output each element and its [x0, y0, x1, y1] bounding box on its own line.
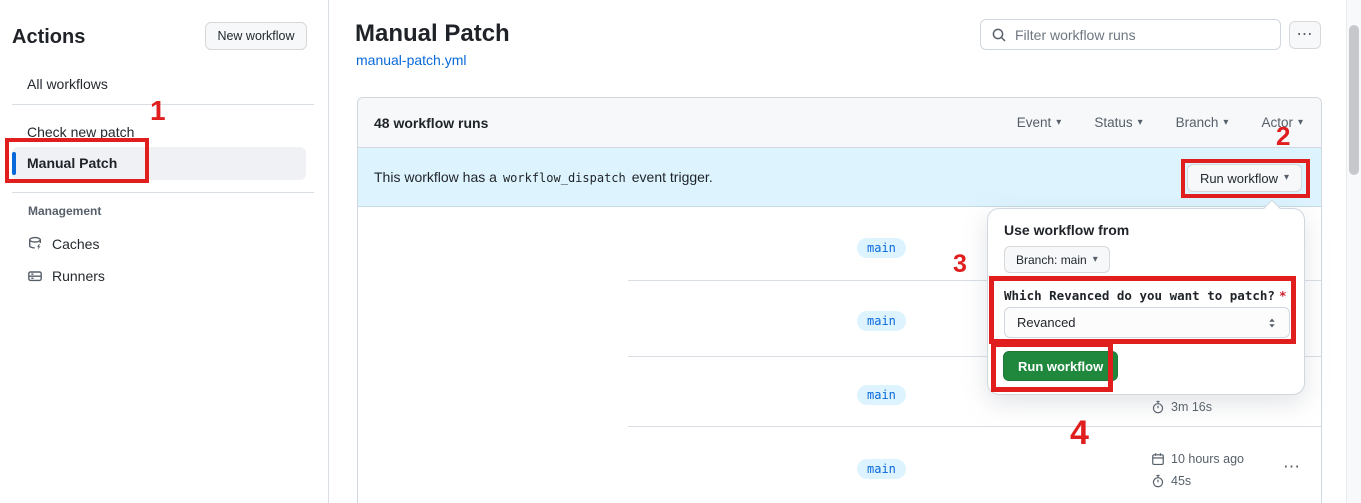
sidebar-item-label: Caches — [52, 236, 100, 252]
filter-runs-search — [980, 19, 1281, 50]
run-workflow-dialog: Use workflow from Branch: main ▾ Which R… — [987, 208, 1305, 395]
active-item-indicator — [12, 152, 16, 175]
workflow-runs-count: 48 workflow runs — [374, 114, 489, 131]
dialog-heading: Use workflow from — [1004, 222, 1130, 238]
management-section-label: Management — [28, 204, 102, 218]
workflow-dispatch-code: workflow_dispatch — [502, 171, 626, 185]
sidebar-item-runners[interactable]: Runners — [27, 268, 105, 284]
runs-filters: Event ▾ Status ▾ Branch ▾ Actor ▾ — [1017, 115, 1303, 130]
scrollbar-track[interactable] — [1346, 0, 1361, 503]
new-workflow-button[interactable]: New workflow — [205, 22, 307, 50]
branch-selector-button[interactable]: Branch: main ▾ — [1004, 246, 1110, 273]
input-label-text: Which Revanced do you want to patch? — [1004, 288, 1275, 303]
branch-badge[interactable]: main — [857, 238, 906, 258]
stopwatch-icon — [1152, 400, 1164, 414]
revanced-select[interactable]: Revanced — [1004, 307, 1290, 338]
branch-badge[interactable]: main — [857, 385, 906, 405]
kebab-icon: ⋯ — [1296, 26, 1314, 43]
chevron-down-icon: ▾ — [1092, 253, 1098, 265]
chevron-down-icon: ▾ — [1137, 116, 1143, 128]
workflow-dispatch-banner: This workflow has a workflow_dispatch even… — [358, 148, 1321, 207]
sidebar-item-label: Manual Patch — [27, 155, 118, 171]
sidebar-item-caches[interactable]: Caches — [27, 236, 99, 252]
stopwatch-icon — [1152, 474, 1164, 488]
duration-text: 3m 16s — [1171, 400, 1212, 414]
chevron-down-icon: ▾ — [1223, 116, 1229, 128]
filter-label: Status — [1094, 115, 1133, 130]
sidebar-item-manual-patch[interactable]: Manual Patch — [12, 147, 306, 180]
run-duration: 3m 16s — [1151, 400, 1212, 414]
scrollbar-thumb[interactable] — [1349, 25, 1359, 175]
filter-branch-dropdown[interactable]: Branch ▾ — [1176, 115, 1229, 130]
required-marker: * — [1278, 288, 1287, 303]
search-input[interactable] — [1015, 26, 1270, 43]
workflow-run-row[interactable]: main 10 hours ago 45s ⋯ — [358, 427, 1321, 503]
runs-panel-header: 48 workflow runs Event ▾ Status ▾ Branch… — [358, 98, 1321, 148]
chevron-down-icon: ▾ — [1297, 116, 1303, 128]
select-value: Revanced — [1017, 315, 1076, 330]
run-workflow-dropdown-button[interactable]: Run workflow ▾ — [1186, 164, 1302, 192]
sidebar-divider — [12, 104, 314, 105]
run-workflow-dropdown-label: Run workflow — [1199, 170, 1278, 186]
time-text: 10 hours ago — [1171, 452, 1244, 466]
run-workflow-submit-button[interactable]: Run workflow — [1003, 351, 1119, 381]
chevron-down-icon: ▾ — [1283, 172, 1289, 183]
filter-label: Event — [1016, 115, 1052, 130]
branch-badge[interactable]: main — [857, 459, 906, 479]
filter-label: Actor — [1261, 115, 1293, 130]
run-row-kebab-button[interactable]: ⋯ — [1283, 457, 1301, 477]
filter-label: Branch — [1175, 115, 1219, 130]
workflow-file-link[interactable]: manual-patch.yml — [356, 52, 467, 68]
run-duration: 45s — [1151, 474, 1191, 488]
search-icon — [992, 28, 1006, 42]
sidebar-item-all-workflows[interactable]: All workflows — [27, 76, 108, 92]
filter-event-dropdown[interactable]: Event ▾ — [1017, 115, 1062, 130]
filter-actor-dropdown[interactable]: Actor ▾ — [1261, 115, 1303, 130]
runners-icon — [28, 271, 42, 282]
sidebar-item-check-new-patch[interactable]: Check new patch — [27, 124, 135, 140]
page-title: Manual Patch — [355, 20, 510, 47]
branch-selector-label: Branch: main — [1016, 252, 1087, 267]
duration-text: 45s — [1171, 474, 1192, 488]
banner-text-before: This workflow has a — [374, 169, 497, 185]
banner-text-after: event trigger. — [631, 169, 713, 185]
kebab-icon: ⋯ — [1283, 457, 1301, 476]
select-updown-icon — [1269, 317, 1275, 328]
sidebar-divider — [12, 192, 314, 193]
sidebar-item-label: Runners — [52, 268, 105, 284]
actions-sidebar: Actions New workflow All workflows Check… — [0, 0, 329, 503]
sidebar-title: Actions — [12, 26, 86, 48]
cache-icon — [28, 236, 42, 250]
banner-text: This workflow has a workflow_dispatch even… — [374, 169, 713, 185]
run-time: 10 hours ago — [1151, 452, 1244, 466]
calendar-icon — [1152, 453, 1164, 466]
chevron-down-icon: ▾ — [1056, 116, 1062, 128]
filter-status-dropdown[interactable]: Status ▾ — [1094, 115, 1142, 130]
page-kebab-button[interactable]: ⋯ — [1289, 21, 1321, 49]
workflow-input-label: Which Revanced do you want to patch?* — [1004, 288, 1286, 303]
branch-badge[interactable]: main — [857, 311, 906, 331]
